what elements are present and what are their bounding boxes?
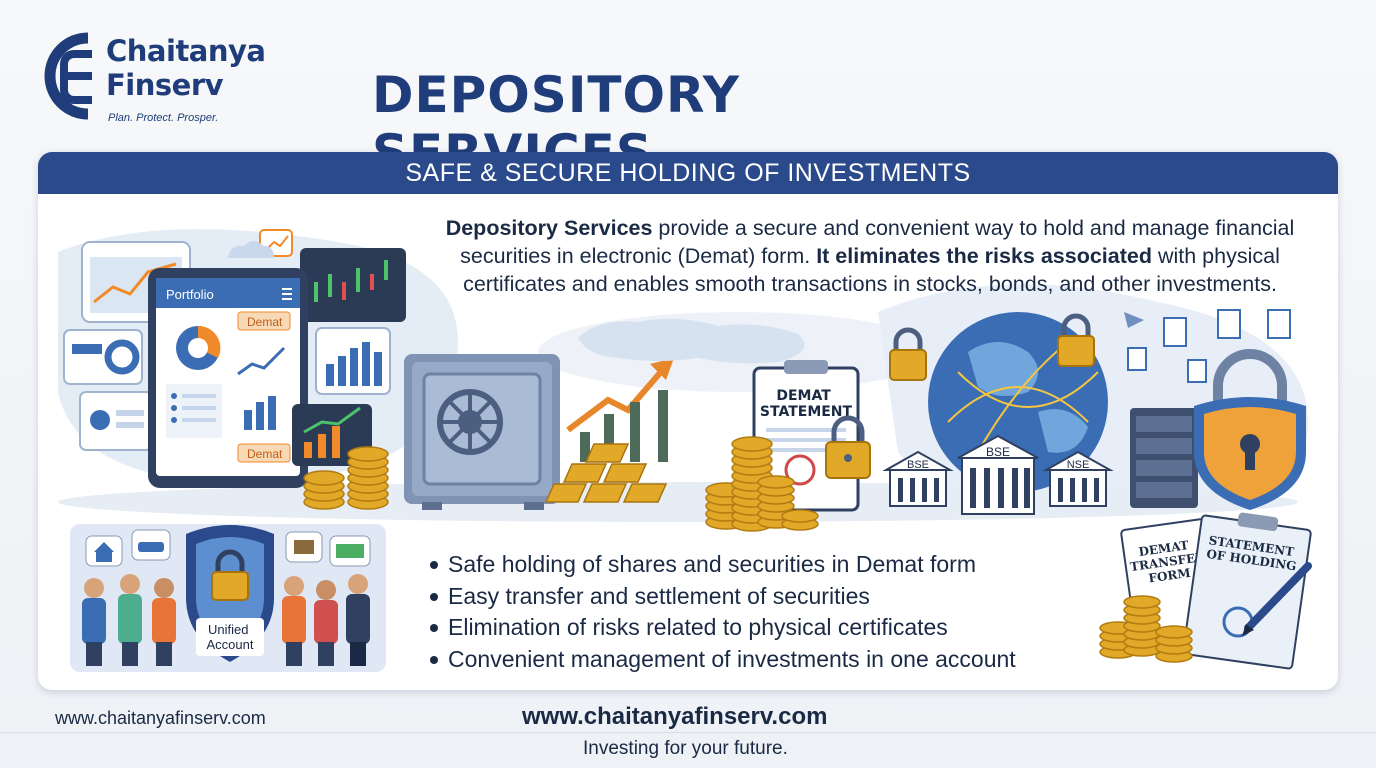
padlock-icon-left bbox=[889, 327, 927, 381]
description-text-2: with physical certificates and enables s… bbox=[463, 244, 1280, 296]
benefit-item: Safe holding of shares and securities in… bbox=[430, 549, 1070, 581]
shield-lock-icon bbox=[1194, 349, 1306, 510]
home-bubble-icon bbox=[85, 535, 123, 567]
statement-of-holding-document: STATEMENT OF HOLDING bbox=[1182, 512, 1312, 670]
documents-flow-icon bbox=[1127, 309, 1291, 383]
logo-mark-icon bbox=[44, 32, 92, 120]
footer-divider bbox=[0, 732, 1376, 733]
cloud-icon bbox=[228, 241, 274, 258]
bse-label-2: BSE bbox=[986, 445, 1010, 459]
footer-website-link-center[interactable]: www.chaitanyafinserv.com bbox=[522, 703, 828, 730]
brand-name: Chaitanya Finserv bbox=[106, 34, 266, 102]
demat-tag-1: Demat bbox=[247, 315, 283, 329]
exchange-building-bse-2: BSE bbox=[957, 434, 1039, 515]
people-group-left bbox=[82, 574, 176, 666]
demat-statement-text: DEMAT bbox=[776, 388, 831, 404]
unified-account-label: Unified Account bbox=[207, 622, 254, 652]
gold-bars-icon bbox=[544, 358, 674, 503]
demat-transfer-form-text: DEMAT bbox=[1138, 538, 1190, 559]
people-group-right bbox=[282, 574, 370, 666]
candle-chart-card bbox=[300, 248, 406, 322]
dashboard-card-3 bbox=[79, 391, 153, 451]
benefit-item: Easy transfer and settlement of securiti… bbox=[430, 581, 1070, 613]
safe-vault-icon bbox=[404, 354, 560, 510]
demat-statement-label: DEMAT STATEMENT bbox=[760, 388, 853, 420]
unified-shield-icon: Unified Account bbox=[186, 525, 274, 662]
unified-account-text: Unified bbox=[208, 622, 248, 637]
pen-icon bbox=[1242, 562, 1312, 636]
benefit-item: Elimination of risks related to physical… bbox=[430, 612, 1070, 644]
section-banner: SAFE & SECURE HOLDING OF INVESTMENTS bbox=[38, 152, 1338, 194]
benefit-item: Convenient management of investments in … bbox=[430, 644, 1070, 676]
exchange-building-nse: NSE bbox=[1042, 450, 1114, 507]
bar-chart-card bbox=[315, 327, 391, 395]
description-bold-2: It eliminates the risks associated bbox=[816, 244, 1152, 268]
world-map-icon bbox=[578, 318, 805, 364]
footer-tagline: Investing for your future. bbox=[583, 738, 788, 759]
nse-label: NSE bbox=[1067, 459, 1090, 471]
description-text-1: provide a secure and convenient way to h… bbox=[460, 216, 1295, 268]
wallet-bubble-icon bbox=[285, 531, 323, 563]
padlock-icon-statement bbox=[825, 415, 871, 479]
description: Depository Services provide a secure and… bbox=[430, 214, 1310, 298]
description-bold-1: Depository Services bbox=[445, 216, 653, 240]
server-icon bbox=[1130, 408, 1198, 508]
demat-tag-2: Demat bbox=[247, 447, 283, 461]
dashboard-card-2 bbox=[63, 329, 143, 385]
tablet-portfolio: Portfolio Demat Demat bbox=[148, 268, 308, 488]
coin-stack-left bbox=[303, 446, 389, 510]
label-line: STATEMENT bbox=[760, 404, 853, 420]
benefits-list: Safe holding of shares and securities in… bbox=[430, 549, 1070, 675]
coin-stack-middle bbox=[705, 436, 819, 532]
label-line: FORM bbox=[1148, 566, 1192, 586]
portfolio-label: Portfolio bbox=[166, 287, 214, 302]
exchange-building-bse-1: BSE bbox=[882, 450, 954, 507]
padlock-icon-bank bbox=[1057, 313, 1095, 367]
brand-logo: Chaitanya Finserv Plan. Protect. Prosper… bbox=[38, 28, 268, 128]
illustration: Portfolio Demat Demat bbox=[58, 229, 1312, 672]
cash-bubble-icon bbox=[329, 535, 371, 567]
paper-plane-icon bbox=[1124, 312, 1144, 328]
brand-tagline: Plan. Protect. Prosper. bbox=[108, 112, 219, 124]
label-line: Account bbox=[207, 637, 254, 652]
footer-website-link[interactable]: www.chaitanyafinserv.com bbox=[55, 708, 266, 728]
car-bubble-icon bbox=[131, 529, 171, 561]
content-card: SAFE & SECURE HOLDING OF INVESTMENTS bbox=[38, 152, 1338, 690]
bse-label-1: BSE bbox=[907, 459, 929, 471]
coin-stack-right bbox=[1099, 595, 1193, 663]
